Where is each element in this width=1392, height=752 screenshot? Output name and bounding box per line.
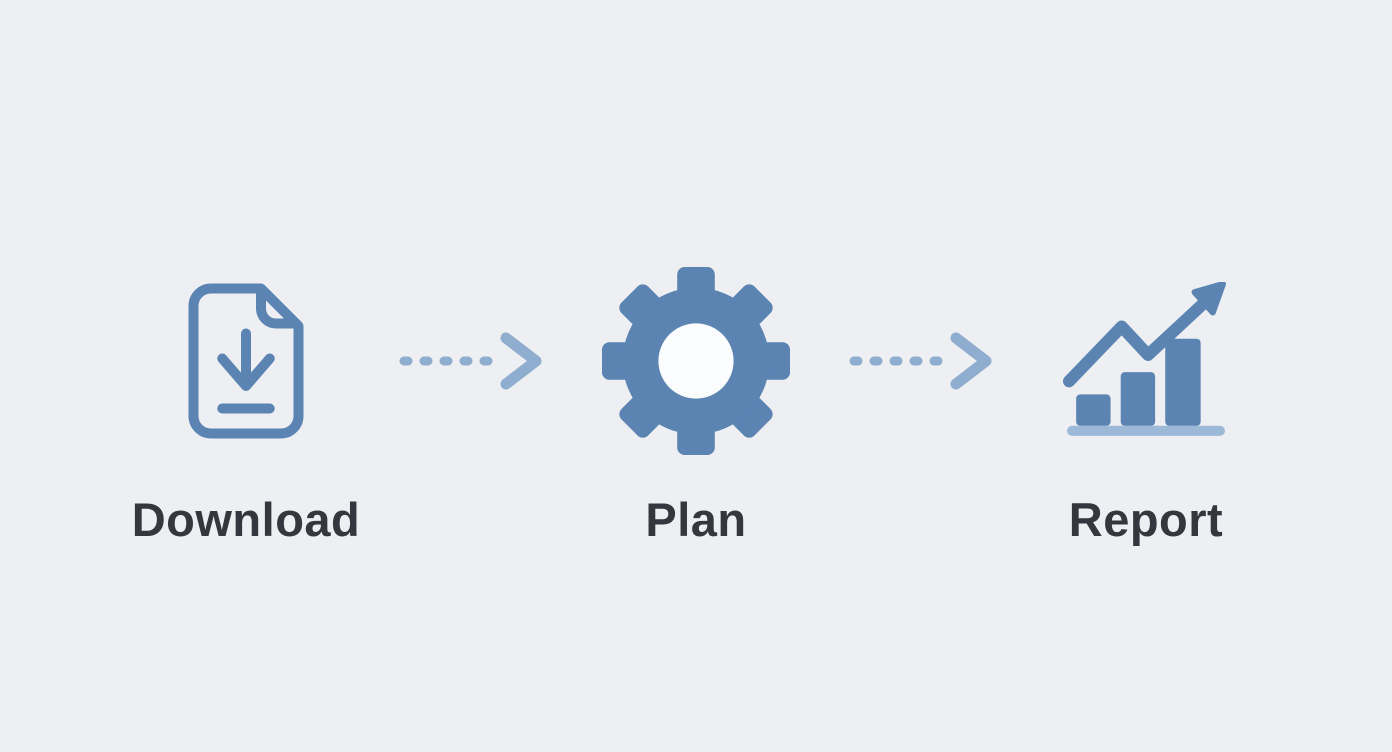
- step-label-report: Report: [1068, 493, 1224, 546]
- step-report: Report: [996, 266, 1296, 547]
- step-plan: Plan: [546, 266, 846, 547]
- dashed-arrow-right-icon: [396, 266, 546, 456]
- step-label-download: Download: [131, 493, 361, 546]
- gear-icon: [602, 266, 790, 456]
- step-download: Download: [96, 266, 396, 547]
- dashed-arrow-right-icon: [846, 266, 996, 456]
- step-label-plan: Plan: [645, 493, 747, 546]
- flow-row: Download: [96, 266, 1296, 547]
- chart-growth-icon: [1063, 266, 1229, 456]
- document-download-icon: [183, 266, 309, 456]
